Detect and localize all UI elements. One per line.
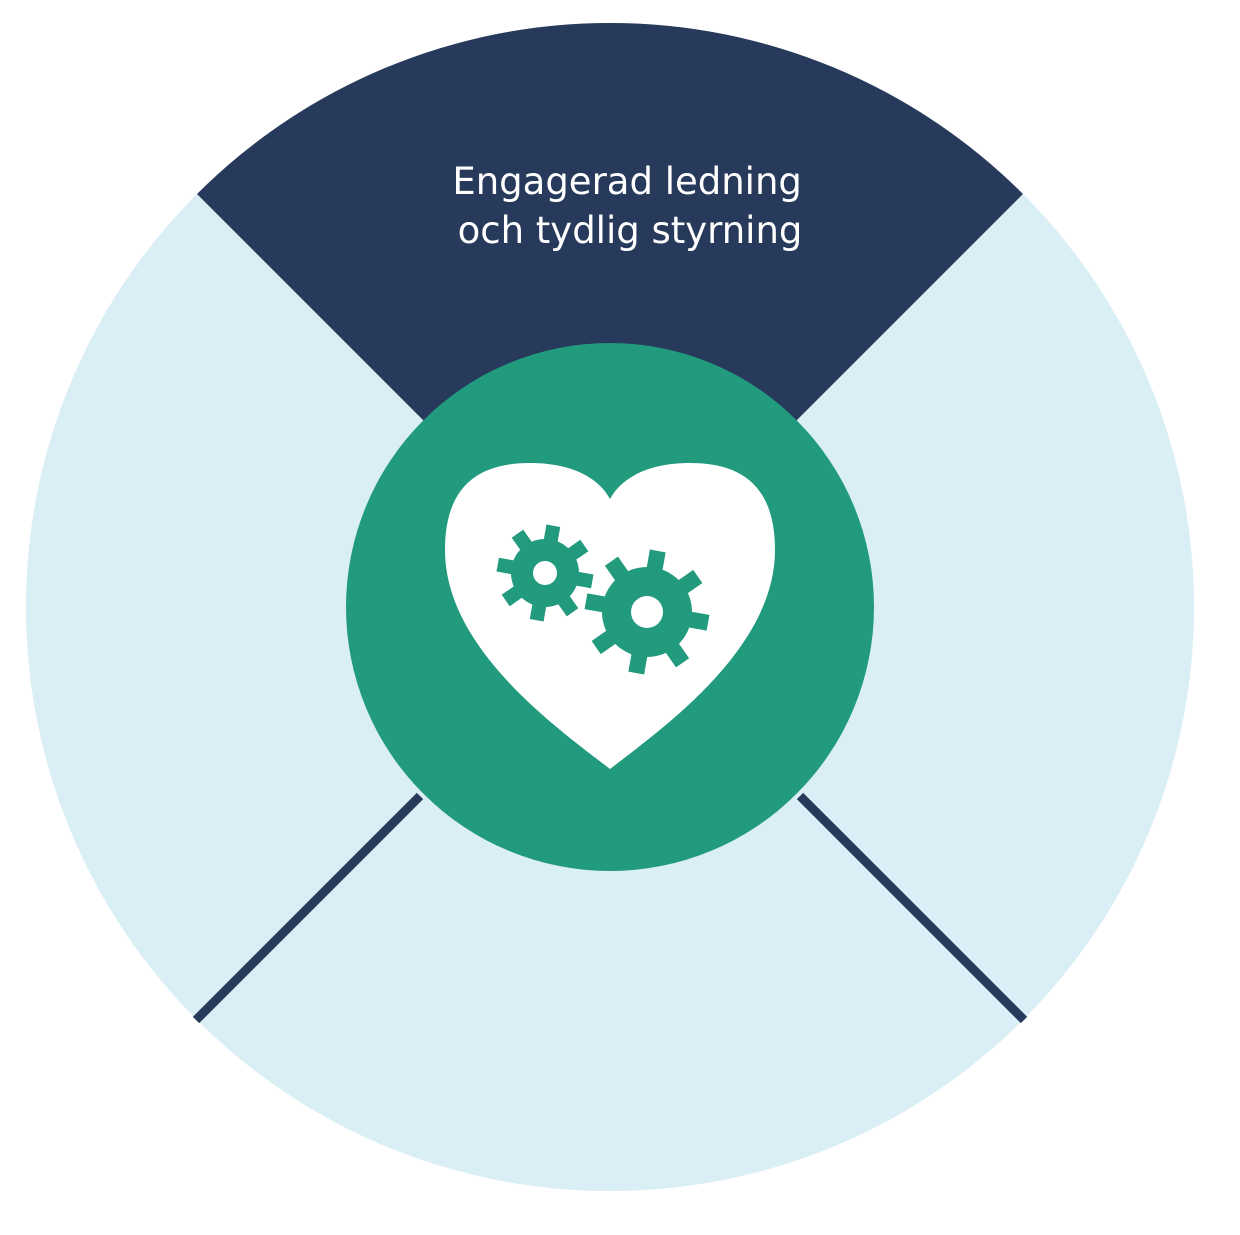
segment-left	[25, 194, 611, 1020]
segment-bottom	[197, 607, 1023, 1192]
divider-bottom-right	[796, 792, 1028, 1024]
divider-bottom-left	[192, 792, 424, 1024]
segment-top-label: Engagerad ledning och tydlig styrning	[452, 160, 813, 252]
gear-hole	[631, 596, 663, 628]
wheel-segments	[25, 22, 1195, 1192]
segment-top-highlighted	[197, 22, 1023, 608]
segment-top-label-line-1: Engagerad ledning	[452, 160, 802, 203]
segment-dividers	[192, 792, 1028, 1024]
gear-small-icon	[496, 524, 594, 622]
segment-right	[610, 194, 1195, 1020]
gear-hole	[533, 561, 557, 585]
gear-large-icon	[584, 549, 710, 675]
segment-top-label-line-2: och tydlig styrning	[458, 209, 803, 252]
